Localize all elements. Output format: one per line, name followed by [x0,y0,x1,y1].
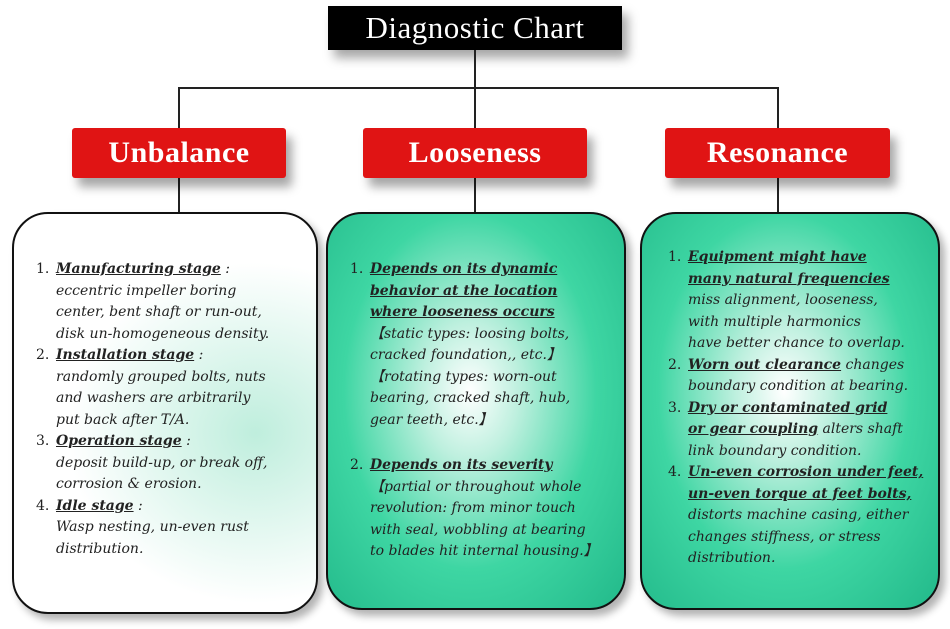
item-line: disk un-homogeneous density. [56,325,270,342]
looseness-item: 1. Depends on its dynamic behavior at th… [350,259,618,431]
item-line: 【partial or throughout whole [370,478,582,495]
item-heading: Dry or contaminated grid [688,399,888,416]
item-line: and washers are arbitrarily [56,390,251,406]
item-number: 3. [668,399,682,416]
item-heading: Operation stage [56,433,182,449]
item-line: with seal, wobbling at bearing [370,521,586,538]
item-heading-tail: changes [841,356,905,373]
resonance-item: 4. Un-even corrosion under feet, un-even… [668,462,934,570]
item-line: link boundary condition. [688,442,862,459]
item-line: distorts machine casing, either [688,507,909,523]
item-line: gear teeth, etc.】 [370,411,493,428]
item-line: distribution. [56,540,144,557]
item-line: center, bent shaft or run-out, [56,304,262,320]
item-heading-tail: : [133,497,143,514]
connector-resonance-down [777,178,779,214]
item-heading: or gear coupling [688,421,819,437]
item-heading: Manufacturing stage [56,261,221,277]
item-heading: Idle stage [56,497,134,514]
item-number: 3. [36,433,50,449]
item-line: 【static types: loosing bolts, [370,325,570,342]
panel-unbalance: 1. Manufacturing stage : eccentric impel… [12,212,318,614]
item-line: deposit build-up, or break off, [56,454,268,471]
category-resonance: Resonance [665,128,890,178]
item-heading-tail: : [194,347,204,363]
item-line: boundary condition at bearing. [688,378,909,394]
connector-title-down [474,50,476,88]
category-looseness: Looseness [363,128,587,178]
item-heading: un-even torque at feet bolts, [688,485,912,502]
item-heading: Installation stage [56,347,195,363]
item-number: 1. [668,249,682,265]
resonance-item: 2. Worn out clearance changes boundary c… [668,355,934,398]
item-heading: Un-even corrosion under feet, [688,464,924,480]
category-unbalance: Unbalance [72,128,286,178]
item-line: Wasp nesting, un-even rust [56,519,249,535]
item-heading: many natural frequencies [688,270,890,287]
item-line: to blades hit internal housing.】 [370,543,598,559]
item-heading-tail: : [220,261,231,277]
item-heading-tail: : [181,433,191,449]
item-line: revolution: from minor touch [370,500,576,516]
diagram-title: Diagnostic Chart [328,6,622,50]
connector-looseness-up [474,87,476,128]
item-heading: behavior at the location [370,282,558,299]
item-heading: Depends on its dynamic [370,261,558,277]
item-heading: Worn out clearance [688,356,842,373]
item-number: 1. [36,261,50,277]
unbalance-item: 1. Manufacturing stage : eccentric impel… [36,259,308,345]
item-line: put back after T/A. [56,411,190,428]
unbalance-item: 4. Idle stage : Wasp nesting, un-even ru… [36,496,308,561]
item-line: randomly grouped bolts, nuts [56,368,266,385]
item-line: eccentric impeller boring [56,282,237,299]
item-line: have better chance to overlap. [688,335,905,351]
item-line: changes stiffness, or stress [688,528,881,545]
unbalance-item: 2. Installation stage : randomly grouped… [36,345,308,431]
item-line: cracked foundation,, etc.】 [370,347,561,363]
item-number: 2. [668,356,682,373]
unbalance-item: 3. Operation stage : deposit build-up, o… [36,431,308,496]
item-line: 【rotating types: worn-out [370,368,557,385]
item-heading: Depends on its severity [370,457,553,473]
panel-resonance: 1. Equipment might have many natural fre… [640,212,940,610]
item-line: distribution. [688,550,776,566]
connector-unbalance-up [178,87,180,128]
item-line: bearing, cracked shaft, hub, [370,390,571,406]
item-number: 4. [668,464,682,480]
connector-resonance-up [777,87,779,128]
item-heading: where looseness occurs [370,304,555,320]
item-line: corrosion & erosion. [56,476,202,492]
item-number: 4. [36,497,50,514]
item-heading-tail: alters shaft [818,421,903,437]
resonance-item: 1. Equipment might have many natural fre… [668,247,934,355]
connector-horizontal [178,87,779,89]
looseness-item: 2. Depends on its severity 【partial or t… [350,455,618,563]
item-line: miss alignment, looseness, [688,292,878,308]
item-number: 2. [350,457,364,473]
item-number: 1. [350,261,364,277]
connector-unbalance-down [178,178,180,214]
item-line: with multiple harmonics [688,313,861,330]
resonance-item: 3. Dry or contaminated grid or gear coup… [668,398,934,463]
item-heading: Equipment might have [688,249,867,265]
item-number: 2. [36,347,50,363]
connector-looseness-down [474,178,476,214]
panel-looseness: 1. Depends on its dynamic behavior at th… [326,212,626,610]
